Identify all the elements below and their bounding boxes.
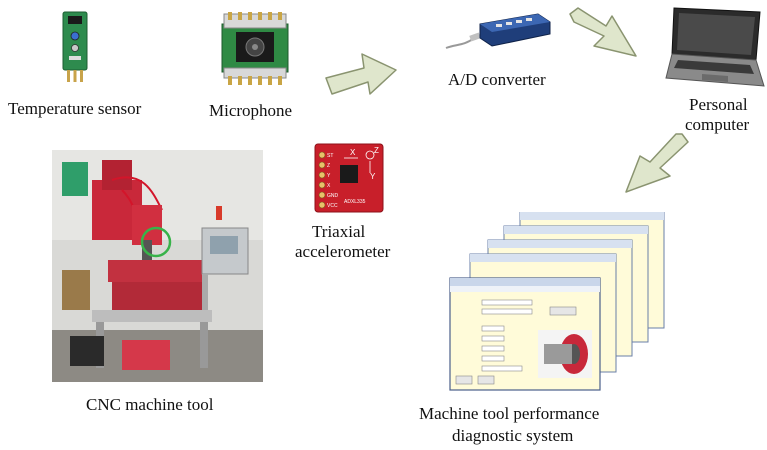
- personal-computer-image: [662, 4, 766, 96]
- temperature-sensor-label: Temperature sensor: [8, 99, 142, 118]
- ad-converter-label: A/D converter: [448, 70, 546, 89]
- axis-y-label: Y: [370, 172, 376, 181]
- pin-x-label: X: [327, 183, 331, 189]
- ad-converter-image: [444, 10, 554, 54]
- chip-label: ADXL335: [344, 199, 366, 205]
- diagnostic-system-label-line2: diagnostic system: [452, 426, 574, 445]
- computer-label: computer: [685, 115, 750, 134]
- diagnostic-system-label-line1: Machine tool performance: [419, 404, 600, 423]
- pin-y-label: Y: [327, 173, 331, 179]
- pin-gnd-label: GND: [327, 193, 339, 199]
- flow-arrow-converter-to-pc: [566, 4, 642, 64]
- axis-z-label: Z: [374, 146, 379, 155]
- pin-vcc-label: VCC: [327, 203, 338, 209]
- pin-st-label: ST: [327, 153, 333, 159]
- flow-arrow-sensors-to-converter: [324, 48, 400, 104]
- stacked-window-front: [449, 277, 601, 391]
- microphone-image: [218, 10, 292, 86]
- microphone-label: Microphone: [209, 101, 293, 120]
- triaxial-label: Triaxial: [312, 222, 366, 241]
- cnc-machine-photo: [52, 150, 263, 382]
- cnc-machine-label: CNC machine tool: [86, 395, 214, 414]
- flow-arrow-pc-to-diagnostic: [620, 130, 690, 196]
- temperature-sensor-image: [55, 10, 95, 84]
- pin-z-label: Z: [327, 163, 330, 169]
- accelerometer-label: accelerometer: [295, 242, 391, 261]
- triaxial-accelerometer-image: ST Z Y X GND VCC X Z Y ADXL335: [314, 143, 384, 213]
- diagnostic-system-windows: [448, 212, 668, 394]
- personal-label: Personal: [689, 95, 748, 114]
- axis-x-label: X: [350, 148, 356, 157]
